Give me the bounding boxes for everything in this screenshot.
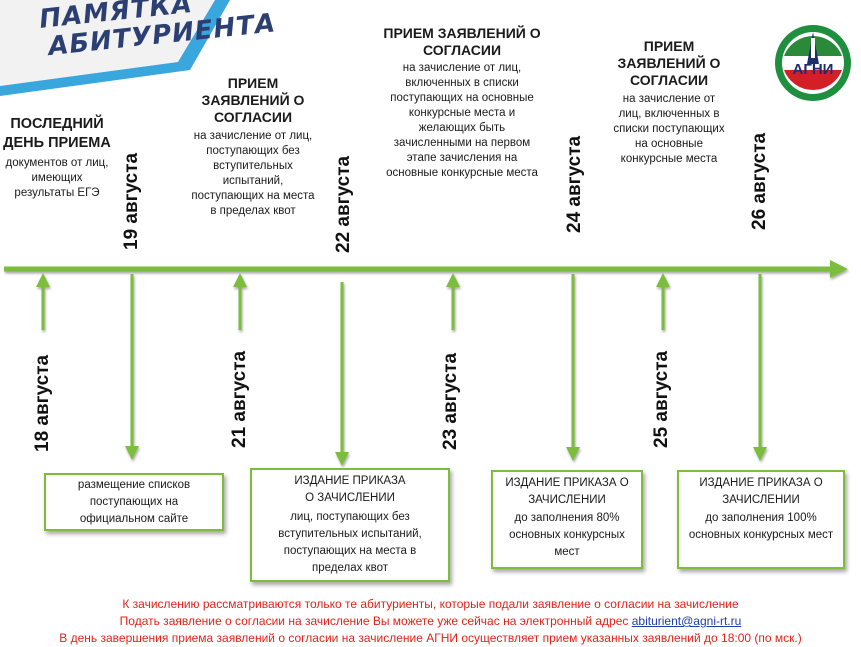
block-consent-main: ПРИЕМ ЗАЯВЛЕНИЙ О СОГЛАСИИ на зачисление… (610, 38, 728, 167)
note-submit-email: Подать заявление о согласии на зачислени… (0, 614, 861, 628)
box-order-100: ИЗДАНИЕ ПРИКАЗА О ЗАЧИСЛЕНИИ до заполнен… (677, 470, 845, 569)
date-21: 21 августа (229, 350, 250, 448)
box-lists-published: размещение списков поступающих на официа… (44, 473, 224, 531)
box-order-100-head: ИЗДАНИЕ ПРИКАЗА О ЗАЧИСЛЕНИИ (699, 477, 823, 506)
block-last-day-body: документов от лиц, имеющих результаты ЕГ… (5, 157, 109, 199)
box-order-80-head: ИЗДАНИЕ ПРИКАЗА О ЗАЧИСЛЕНИИ (505, 477, 629, 506)
block-consent-first-stage-head: ПРИЕМ ЗАЯВЛЕНИЙ О СОГЛАСИИ (383, 25, 541, 58)
box-order-100-body: до заполнения 100% основных конкурсных м… (688, 512, 834, 541)
date-26: 26 августа (749, 132, 770, 230)
date-23: 23 августа (440, 352, 461, 450)
block-consent-quota: ПРИЕМ ЗАЯВЛЕНИЙ О СОГЛАСИИ на зачисление… (188, 75, 318, 219)
date-19: 19 августа (121, 152, 142, 250)
box-order-80-body: до заполнения 80% основных конкурсных ме… (509, 512, 625, 558)
date-24: 24 августа (564, 135, 585, 233)
block-consent-main-head: ПРИЕМ ЗАЯВЛЕНИЙ О СОГЛАСИИ (617, 38, 721, 88)
block-consent-quota-body: на зачисление от лиц, поступающих без вс… (191, 130, 315, 217)
date-18: 18 августа (32, 354, 53, 452)
box-order-quota-head: ИЗДАНИЕ ПРИКАЗА О ЗАЧИСЛЕНИИ (294, 475, 406, 504)
agni-logo: АГНИ (775, 25, 851, 101)
date-25: 25 августа (651, 350, 672, 448)
block-consent-main-body: на зачисление от лиц, включенных в списк… (613, 93, 725, 165)
logo-brand: АГНИ (793, 61, 834, 78)
note-deadline: В день завершения приема заявлений о сог… (59, 631, 802, 645)
block-consent-first-stage-body: на зачисление от лиц, включенных в списк… (386, 62, 538, 179)
block-last-day-head: ПОСЛЕДНИЙ ДЕНЬ ПРИЕМА (3, 116, 111, 151)
box-order-80: ИЗДАНИЕ ПРИКАЗА О ЗАЧИСЛЕНИИ до заполнен… (491, 470, 643, 569)
box-order-quota: ИЗДАНИЕ ПРИКАЗА О ЗАЧИСЛЕНИИ лиц, поступ… (250, 468, 450, 582)
block-consent-first-stage: ПРИЕМ ЗАЯВЛЕНИЙ О СОГЛАСИИ на зачисление… (382, 25, 542, 181)
block-last-day: ПОСЛЕДНИЙ ДЕНЬ ПРИЕМА документов от лиц,… (2, 115, 112, 201)
note-submit-email-text: Подать заявление о согласии на зачислени… (119, 614, 629, 628)
email-link[interactable]: abiturient@agni-rt.ru (631, 614, 742, 628)
block-consent-quota-head: ПРИЕМ ЗАЯВЛЕНИЙ О СОГЛАСИИ (201, 75, 305, 125)
box-order-quota-body: лиц, поступающих без вступительных испыт… (278, 511, 422, 574)
note-consent-only: К зачислению рассматриваются только те а… (122, 597, 739, 611)
box-lists-published-text: размещение списков поступающих на официа… (77, 479, 191, 525)
date-22: 22 августа (333, 155, 354, 253)
timeline-arrowhead (830, 260, 848, 278)
banner-shape (0, 0, 230, 96)
